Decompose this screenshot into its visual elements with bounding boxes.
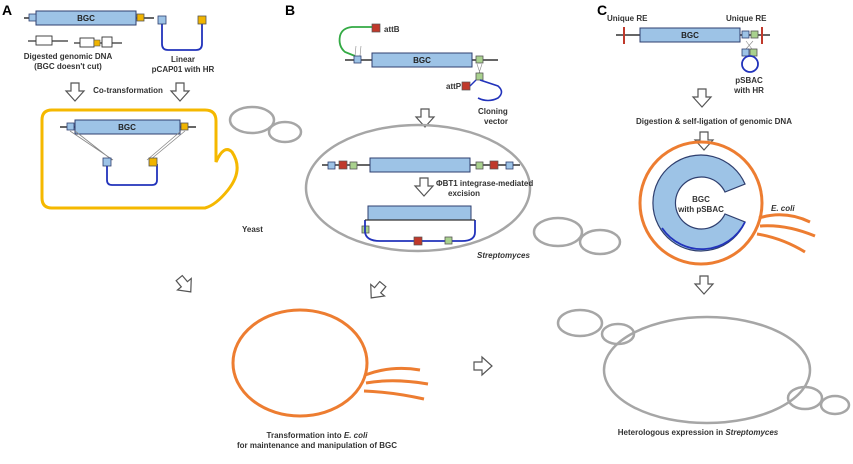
arrow-down-c1 [692, 88, 712, 108]
arrow-right-center [473, 356, 493, 376]
excision-label-1: ΦBT1 integrase-mediated [436, 179, 533, 188]
yeast-cell [40, 108, 239, 210]
re-right-label: Unique RE [726, 14, 767, 23]
final-expression-label: Heterologous expression in Streptomyces [618, 428, 779, 437]
arrow-down-a1 [65, 82, 85, 102]
ecoli-cell-c [638, 140, 816, 266]
digest-label-2: (BGC doesn't cut) [34, 62, 102, 71]
excised-bgc-plasmid [361, 205, 476, 246]
bgc-circular-construct [652, 154, 746, 252]
genomic-fragments [28, 35, 122, 48]
psbac-label-1: pSBAC [735, 76, 763, 85]
cloning-vector-b: attP Cloning vector [446, 63, 508, 126]
vector-label-a-2: pCAP01 with HR [152, 65, 215, 74]
arrow-down-a2 [170, 82, 190, 102]
arrow-down-c3 [694, 275, 714, 295]
vector-label-a-1: Linear [171, 55, 195, 64]
bgc-label-c: BGC [681, 31, 699, 40]
panel-b-letter: B [285, 2, 295, 18]
cloning-vector-label-2: vector [484, 117, 508, 126]
attb-label: attB [384, 25, 400, 34]
bgc-in-yeast: BGC [60, 119, 196, 186]
cotransformation-label: Co-transformation [93, 86, 163, 95]
bgc-segment-c: BGC [616, 27, 770, 73]
digest-label-1: Digested genomic DNA [24, 52, 113, 61]
arrow-down-b2 [414, 177, 434, 197]
bgc-segment-b: BGC [345, 52, 498, 68]
digestion-label: Digestion & self-ligation of genomic DNA [636, 117, 792, 126]
ecoli-cell-center [231, 308, 429, 418]
re-left-label: Unique RE [607, 14, 648, 23]
attp-label: attP [446, 82, 462, 91]
yeast-label: Yeast [242, 225, 263, 234]
ecoli-label-c: E. coli [771, 204, 795, 213]
linear-pcap01 [157, 15, 207, 51]
bgc-segment-a: BGC [24, 10, 154, 26]
excision-label-2: excision [448, 189, 480, 198]
circle-label-1: BGC [692, 195, 710, 204]
panel-a-letter: A [2, 2, 12, 18]
cloning-vector-label-1: Cloning [478, 107, 508, 116]
bgc-label-a: BGC [77, 14, 95, 23]
streptomyces-label-b: Streptomyces [477, 251, 530, 260]
arrow-b-to-ecoli [363, 277, 391, 305]
transform-label-1: Transformation into E. coli [267, 431, 369, 440]
psbac-label-2: with HR [733, 86, 764, 95]
bgc-label-b: BGC [413, 56, 431, 65]
streptomyces-cell-c [556, 308, 851, 425]
attb-plasmid: attB [338, 23, 400, 57]
streptomyces-cell-b [228, 105, 622, 256]
arrow-a-to-ecoli [171, 271, 199, 299]
transform-label-2: for maintenance and manipulation of BGC [237, 441, 397, 450]
panel-c-letter: C [597, 2, 607, 18]
circle-label-2: with pSBAC [677, 205, 724, 214]
bgc-label-yeast: BGC [118, 123, 136, 132]
integrated-bgc-b [322, 157, 520, 173]
